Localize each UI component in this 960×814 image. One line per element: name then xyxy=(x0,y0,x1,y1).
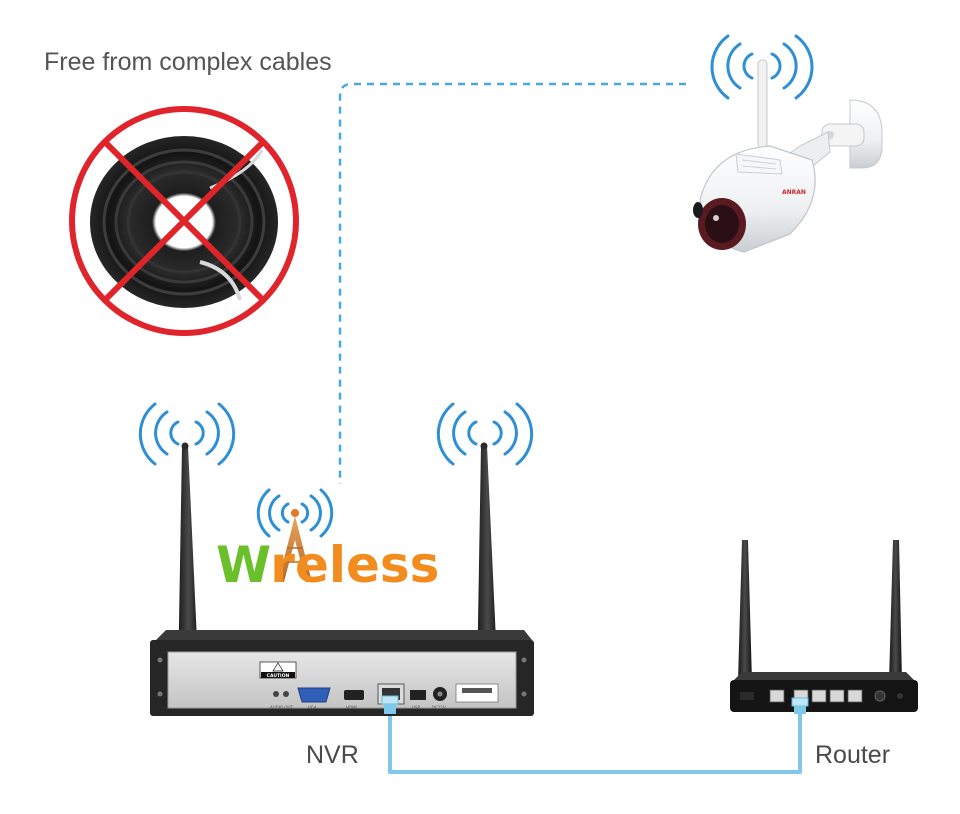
wireless-logo-text: Wreless xyxy=(216,536,439,594)
lan-cable xyxy=(388,712,802,774)
router-lan-ports xyxy=(769,689,863,703)
caution-text: CAUTION xyxy=(267,673,290,679)
crossed-out-cable-icon xyxy=(69,106,299,336)
nvr-right-antenna xyxy=(477,442,498,684)
wireless-link-dashed-line xyxy=(338,82,686,484)
nvr-left-antenna xyxy=(178,442,199,684)
router-lan-plug xyxy=(791,697,809,714)
port-label-usb: USB xyxy=(412,705,420,710)
wifi-signal-icon xyxy=(710,34,814,100)
port-label-hdmi: HDMI xyxy=(346,705,357,710)
port-label-dc12v: DC12V xyxy=(432,705,446,710)
hdmi-port xyxy=(344,690,364,700)
usb-port xyxy=(410,690,426,700)
router-device-icon xyxy=(730,540,918,712)
wifi-signal-icon xyxy=(138,402,236,466)
port-label-vga: VGA xyxy=(308,705,317,710)
wireless-logo-icon: Wreless xyxy=(216,488,439,594)
wifi-signal-icon xyxy=(436,402,534,466)
headline-caption: Free from complex cables xyxy=(44,48,332,76)
router-label: Router xyxy=(815,741,891,769)
nvr-device-icon: CAUTION AUDIO OUT VGA HDMI USB DC12V xyxy=(150,630,534,716)
port-label-audio-out: AUDIO OUT xyxy=(270,705,293,710)
vga-port xyxy=(297,687,331,703)
camera-brand-text: ANRAN xyxy=(782,189,806,196)
bullet-camera-icon: ANRAN xyxy=(693,59,883,253)
nvr-label: NVR xyxy=(306,741,359,769)
nvr-lan-plug xyxy=(381,695,399,714)
